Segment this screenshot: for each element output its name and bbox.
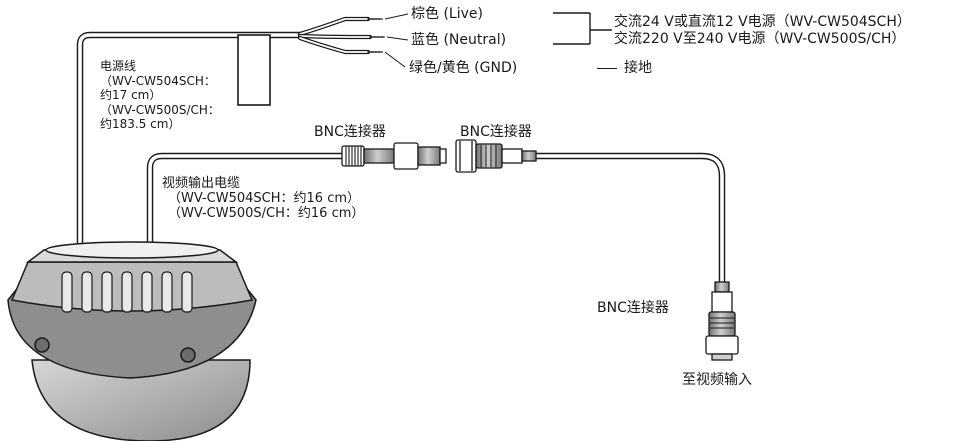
bnc-connector-cable-side (455, 139, 537, 173)
bnc-connector-end (705, 281, 739, 361)
video-output-cable (146, 152, 346, 262)
label-ground: 接地 (624, 60, 652, 76)
video-cable-model-1: （WV-CW504SCH：约16 cm） (168, 191, 361, 206)
power-bracket (553, 12, 612, 45)
video-cable-title: 视频输出电缆 (162, 176, 241, 191)
dome-camera (7, 241, 257, 441)
bnc-extension-cable (531, 152, 726, 286)
power-cable-length-1: 约17 cm） (100, 88, 162, 102)
video-cable-model-2: （WV-CW500S/CH：约16 cm） (168, 206, 365, 221)
label-bnc-camera-side: BNC连接器 (314, 124, 386, 140)
label-neutral-wire: 蓝色 (Neutral) (411, 32, 507, 48)
power-wire-ends (297, 16, 385, 55)
power-cable-length-2: 约183.5 cm） (100, 117, 181, 131)
label-live-wire: 棕色 (Live) (411, 6, 483, 22)
label-bnc-cable-side: BNC连接器 (460, 124, 532, 140)
wire-leaders (384, 13, 409, 68)
power-cable-model-2: （WV-CW500S/CH： (100, 102, 220, 117)
label-gnd-wire: 绿色/黄色 (GND) (409, 60, 518, 76)
power-source-line-1: 交流24 V或直流12 V电源（WV-CW504SCH） (614, 14, 911, 30)
power-cable (76, 31, 306, 259)
bnc-connector-camera-side (341, 142, 447, 170)
power-source-line-2: 交流220 V至240 V电源（WV-CW500S/CH） (614, 31, 906, 47)
power-cable-label: 电源线 （WV-CW504SCH： 约17 cm） （WV-CW500S/CH：… (100, 59, 220, 132)
video-cable-label: 视频输出电缆 （WV-CW504SCH：约16 cm） （WV-CW500S/C… (162, 176, 364, 221)
power-cable-title: 电源线 (100, 59, 137, 73)
power-cable-model-1: （WV-CW504SCH： (100, 73, 216, 88)
cable-tag (237, 34, 271, 106)
label-bnc-end: BNC连接器 (597, 300, 669, 316)
ground-dash (597, 68, 617, 70)
label-to-video-input: 至视频输入 (682, 372, 752, 388)
